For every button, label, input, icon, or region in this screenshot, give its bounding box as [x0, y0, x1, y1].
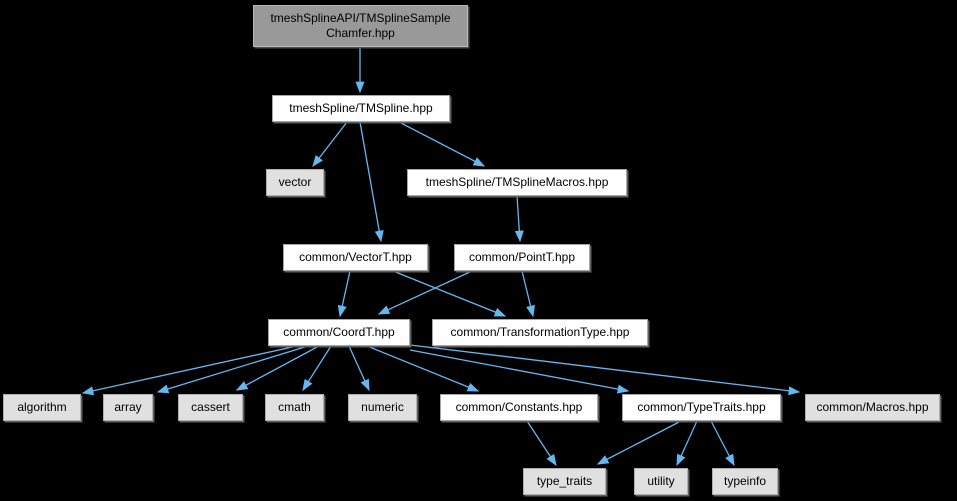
node-tmeshspline-tmsplinemacros-hpp[interactable]: tmeshSpline/TMSplineMacros.hpp: [407, 169, 627, 196]
edge-coordt-to-typetraits: [409, 349, 630, 394]
edge-pointt-to-transformationtype: [521, 270, 535, 318]
node-utility[interactable]: utility: [634, 468, 688, 495]
node-vector[interactable]: vector: [266, 169, 324, 196]
edge-vectort-to-transformationtype: [392, 270, 507, 317]
edge-tmspline-to-vectort: [359, 121, 384, 243]
edge-coordt-to-cmath: [302, 345, 332, 392]
edge-coordt-to-algorithm: [81, 345, 298, 396]
node-cmath[interactable]: cmath: [265, 394, 324, 421]
edge-coordt-to-numeric: [348, 345, 370, 392]
node-array[interactable]: array: [103, 394, 153, 421]
node-type-traits[interactable]: type_traits: [523, 468, 606, 495]
edge-vectort-to-coordt: [337, 270, 351, 318]
node-common-constants-hpp[interactable]: common/Constants.hpp: [440, 394, 598, 421]
edge-constants-to-type_traits: [526, 420, 557, 467]
edge-tmsplinemacros-to-pointt: [514, 195, 524, 243]
node-common-transformationtype-hpp[interactable]: common/TransformationType.hpp: [432, 319, 648, 346]
node-typeinfo[interactable]: typeinfo: [712, 468, 778, 495]
edge-pointt-to-coordt: [377, 270, 473, 315]
node-common-typetraits-hpp[interactable]: common/TypeTraits.hpp: [622, 394, 781, 421]
edge-typetraits-to-utility: [676, 420, 698, 467]
edge-coordt-to-constants: [366, 345, 480, 392]
edge-coordt-to-macros: [409, 344, 801, 396]
edge-tmspline-to-vector: [312, 121, 348, 168]
edge-tmspline-to-tmsplinemacros: [398, 121, 486, 167]
edge-coordt-to-cassert: [235, 345, 320, 391]
node-algorithm[interactable]: algorithm: [3, 394, 81, 421]
node-common-coordt-hpp[interactable]: common/CoordT.hpp: [268, 319, 410, 346]
node-common-vectort-hpp[interactable]: common/VectorT.hpp: [283, 244, 428, 271]
node-numeric[interactable]: numeric: [348, 394, 417, 421]
edge-coordt-to-array: [156, 345, 309, 394]
edge-typetraits-to-typeinfo: [710, 420, 735, 467]
node-common-macros-hpp[interactable]: common/Macros.hpp: [805, 394, 940, 421]
node-common-pointt-hpp[interactable]: common/PointT.hpp: [454, 244, 590, 271]
node-cassert[interactable]: cassert: [178, 394, 243, 421]
node-tmeshspline-tmspline-hpp[interactable]: tmeshSpline/TMSpline.hpp: [272, 95, 450, 122]
node-tmeshsplineapi-tmsplinesamplechamfer-hpp[interactable]: tmeshSplineAPI/TMSplineSample Chamfer.hp…: [253, 5, 468, 47]
edge-typetraits-to-type_traits: [596, 420, 682, 465]
